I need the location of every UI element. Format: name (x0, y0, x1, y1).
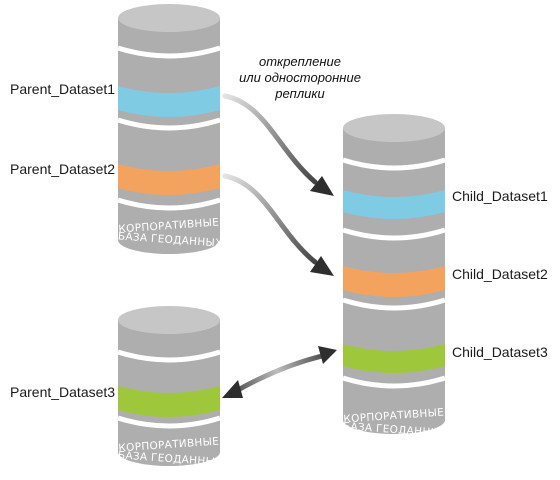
note-line1: открепление (259, 54, 341, 69)
band-parent-dataset3 (118, 386, 220, 417)
band-child-dataset3 (343, 344, 445, 373)
band-parent-dataset2 (118, 164, 220, 195)
band-parent-dataset1 (118, 86, 220, 117)
label-child-dataset1: Child_Dataset1 (452, 188, 548, 204)
label-parent-dataset3: Parent_Dataset3 (10, 384, 115, 400)
arrow-bidirectional-parent3-child3 (222, 346, 337, 398)
label-parent-dataset2: Parent_Dataset2 (10, 161, 115, 177)
database-bottom-left: КОРПОРАТИВНЫЕ БАЗА ГЕОДАННЫХ (117, 306, 223, 469)
arrowhead-icon (310, 176, 334, 196)
note-line2: или односторонние (239, 70, 361, 85)
band-child-dataset1 (343, 190, 445, 219)
note-line3: реплики (274, 86, 325, 101)
database-top-left: КОРПОРАТИВНЫЕ БАЗА ГЕОДАННЫХ (117, 4, 223, 254)
arrowhead-icon (318, 346, 337, 364)
label-child-dataset3: Child_Dataset3 (452, 344, 548, 360)
label-child-dataset2: Child_Dataset2 (452, 266, 548, 282)
band-child-dataset2 (343, 266, 445, 297)
arrow-parent2-to-child2 (222, 173, 334, 276)
arrowhead-icon (222, 380, 243, 398)
label-parent-dataset1: Parent_Dataset1 (10, 81, 115, 97)
arrow-parent1-to-child1 (222, 93, 334, 196)
arrowhead-icon (310, 256, 334, 276)
database-right: КОРПОРАТИВНЫЕ БАЗА ГЕОДАННЫХ (342, 114, 448, 440)
